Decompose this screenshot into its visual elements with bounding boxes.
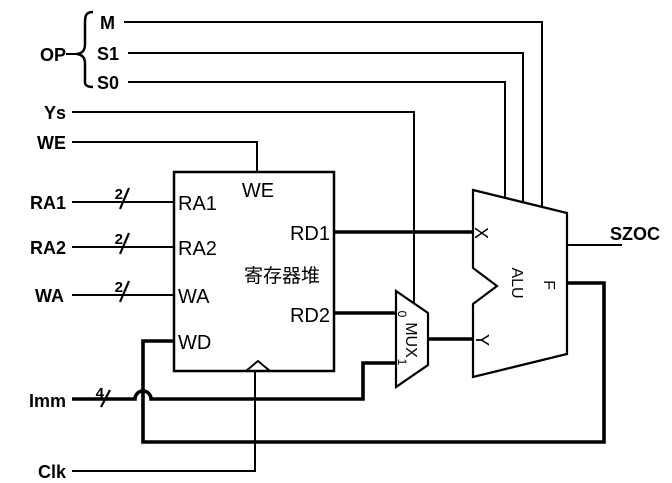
external-labels: OP M S1 S0 Ys WE RA1 RA2 WA Imm Clk SZOC <box>29 13 660 482</box>
mux-input0-label: 0 <box>395 311 409 318</box>
we-label: WE <box>37 133 66 153</box>
imm-bus-width: 4 <box>96 385 105 402</box>
ys-label: Ys <box>44 103 66 123</box>
imm-bus <box>72 361 398 401</box>
port-label-we: WE <box>242 180 274 202</box>
s1-label: S1 <box>97 44 119 64</box>
ra2-bus-width: 2 <box>115 231 123 248</box>
port-label-rd2: RD2 <box>290 305 330 327</box>
alu-shape <box>471 188 569 379</box>
register-file-title: 寄存器堆 <box>244 265 320 287</box>
op-brace <box>76 10 94 89</box>
clk-label: Clk <box>38 462 67 482</box>
s0-label: S0 <box>97 73 119 93</box>
s0-wire <box>128 81 506 199</box>
port-label-wd: WD <box>178 332 211 354</box>
alu-labels: X Y ALU F <box>471 227 557 346</box>
ra1-label: RA1 <box>30 193 66 213</box>
szoc-label: SZOC <box>610 224 660 244</box>
ra1-bus-width: 2 <box>115 186 123 203</box>
port-label-wa: WA <box>178 286 210 308</box>
alu-f-feedback-bus <box>141 281 606 444</box>
port-label-ra2: RA2 <box>178 238 217 260</box>
alu-y-label: Y <box>472 334 492 346</box>
alu-f-label: F <box>540 280 557 290</box>
s1-wire <box>128 52 524 204</box>
m-label: M <box>100 13 115 33</box>
ra2-bus-slash <box>118 232 131 255</box>
alu-label: ALU <box>508 267 525 298</box>
op-label: OP <box>40 45 66 65</box>
port-label-ra1: RA1 <box>178 193 217 215</box>
mux-shape <box>394 288 430 390</box>
register-file-box <box>172 170 336 373</box>
imm-label: Imm <box>29 391 66 411</box>
wa-bus-width: 2 <box>115 279 123 296</box>
port-label-rd1: RD1 <box>290 223 330 245</box>
mux-labels: MUX 0 1 <box>395 311 419 366</box>
register-file-labels: WE RA1 RA2 WA WD RD1 RD2 寄存器堆 <box>178 180 330 354</box>
m-wire <box>124 21 543 208</box>
ra1-bus-slash <box>118 187 131 210</box>
thick-buses <box>72 230 606 444</box>
mux-input1-label: 1 <box>395 359 409 366</box>
bus-width-labels: 2 2 2 4 <box>96 186 123 402</box>
wa-label: WA <box>35 286 64 306</box>
ys-wire <box>72 111 415 306</box>
wa-bus-slash <box>118 280 131 303</box>
clock-edge-triangle-icon <box>245 359 271 372</box>
we-wire <box>72 141 258 174</box>
thin-wires <box>66 10 622 472</box>
clk-wire <box>72 369 256 472</box>
mux-label: MUX <box>402 322 419 358</box>
ra2-label: RA2 <box>30 238 66 258</box>
alu-x-label: X <box>471 227 491 239</box>
